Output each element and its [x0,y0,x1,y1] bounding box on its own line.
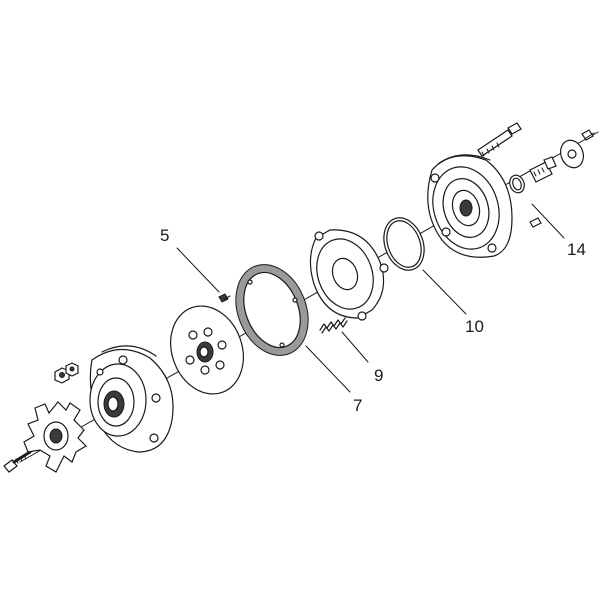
callout-14: 14 [567,240,586,259]
part-5-screw [218,293,231,303]
small-screw-right [529,217,542,228]
long-bolt [477,122,522,157]
screw-bottom-left [3,450,32,473]
callout-9: 9 [374,366,383,385]
small-o-ring [509,174,525,194]
callout-5: 5 [160,226,169,245]
armature-plate [170,305,244,395]
leader-7 [305,345,351,393]
star-hub [23,401,87,473]
leader-5 [176,247,220,293]
callout-10: 10 [465,317,484,336]
pulley-assembly [89,345,174,453]
part-10-o-ring [383,217,425,271]
coil-housing [309,229,389,321]
part-14-fitting [529,156,557,183]
callout-7: 7 [353,396,362,415]
part-7-shim-ring [235,264,309,356]
rear-housing [427,154,513,258]
nuts [54,362,79,384]
leader-10 [422,269,467,315]
part-9-spring [319,317,348,334]
leader-14 [531,203,565,239]
end-washer [560,139,584,169]
leader-lines [176,203,565,393]
leader-9 [341,331,369,363]
screw-top-right [581,129,595,141]
